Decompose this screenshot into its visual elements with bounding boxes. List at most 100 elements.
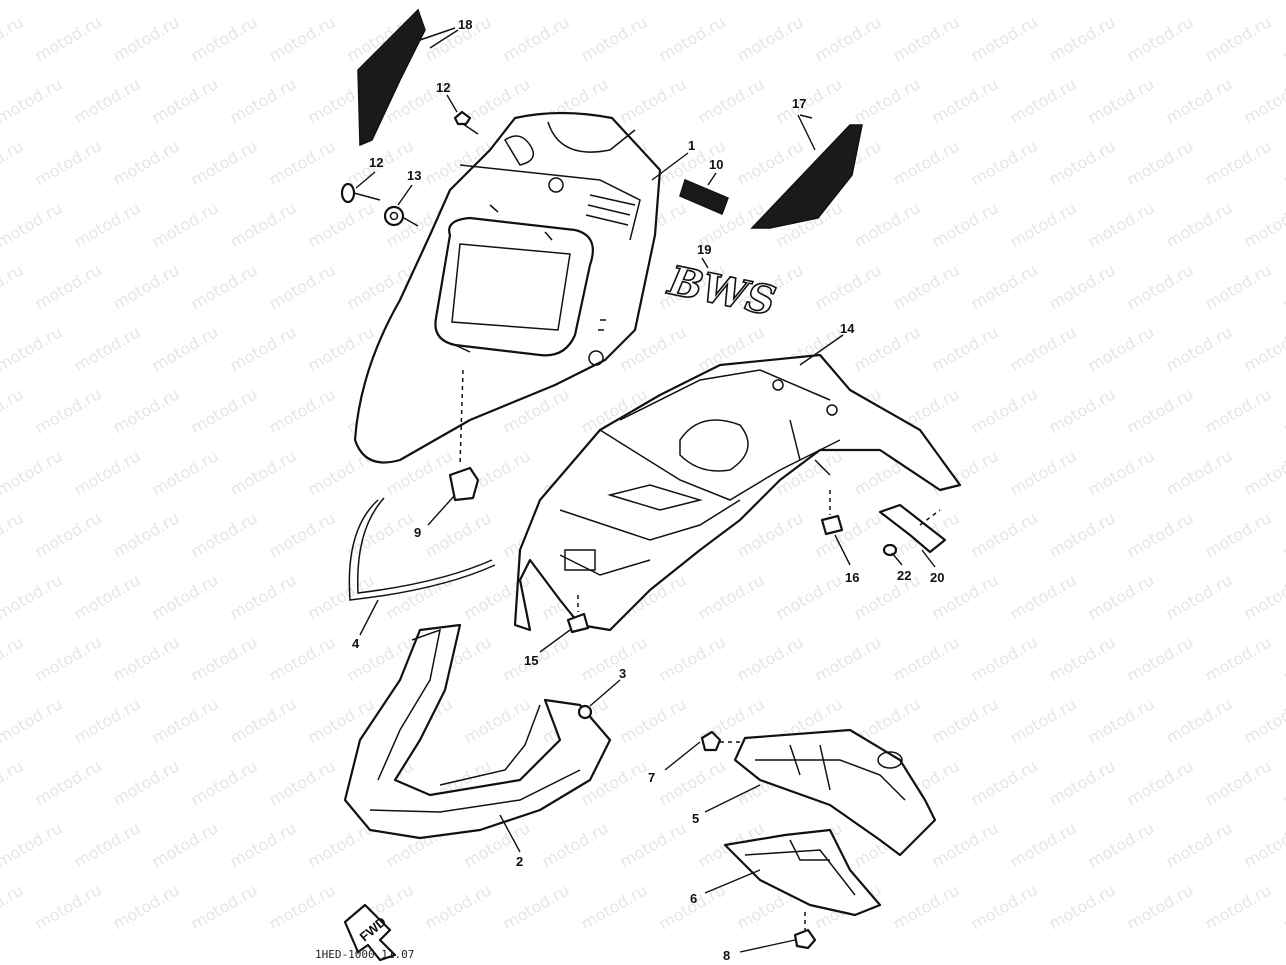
watermark-text: motod.ru	[188, 756, 261, 809]
watermark-text: motod.ru	[929, 694, 1002, 747]
watermark-text: motod.ru	[1007, 74, 1080, 127]
watermark-text: motod.ru	[461, 694, 534, 747]
part-20-bracket	[878, 503, 947, 554]
watermark-text: motod.ru	[149, 74, 222, 127]
watermark-text: motod.ru	[71, 694, 144, 747]
watermark-text: motod.ru	[812, 632, 885, 685]
watermark-text: motod.ru	[71, 818, 144, 871]
watermark-text: motod.ru	[578, 12, 651, 65]
watermark-text: motod.ru	[1241, 0, 1286, 3]
watermark-text: motod.ru	[0, 632, 27, 685]
watermark-text: motod.ru	[1007, 322, 1080, 375]
watermark-text: motod.ru	[1124, 136, 1197, 189]
watermark-text: motod.ru	[851, 198, 924, 251]
part-7-screw	[700, 730, 740, 752]
callout-14: 14	[840, 321, 855, 336]
watermark-text: motod.ru	[0, 0, 66, 3]
watermark-text: motod.ru	[1163, 74, 1236, 127]
watermark-text: motod.ru	[578, 632, 651, 685]
callout-19: 19	[697, 242, 711, 257]
watermark-text: motod.ru	[0, 818, 66, 871]
part-12-screw-upper	[453, 110, 479, 135]
watermark-text: motod.ru	[1163, 694, 1236, 747]
watermark-text: motod.ru	[0, 322, 66, 375]
watermark-text: motod.ru	[1124, 12, 1197, 65]
watermark-text: motod.ru	[461, 0, 534, 3]
watermark-text: motod.ru	[695, 74, 768, 127]
watermark-text: motod.ru	[1046, 880, 1119, 933]
watermark-text: motod.ru	[227, 74, 300, 127]
watermark-text: motod.ru	[1163, 570, 1236, 623]
watermark-text: motod.ru	[1046, 260, 1119, 313]
watermark-text: motod.ru	[0, 74, 66, 127]
watermark-text: motod.ru	[227, 322, 300, 375]
watermark-text: motod.ru	[1202, 756, 1275, 809]
watermark-text: motod.ru	[617, 818, 690, 871]
watermark-text: motod.ru	[1046, 136, 1119, 189]
watermark-text: motod.ru	[1124, 632, 1197, 685]
watermark-text: motod.ru	[1280, 384, 1286, 437]
watermark-text: motod.ru	[929, 818, 1002, 871]
watermark-text: motod.ru	[773, 0, 846, 3]
watermark-text: motod.ru	[851, 74, 924, 127]
callout-16: 16	[845, 570, 859, 585]
part-3-screw	[577, 704, 593, 720]
watermark-text: motod.ru	[890, 12, 963, 65]
watermark-text: motod.ru	[227, 446, 300, 499]
watermark-text: motod.ru	[539, 818, 612, 871]
watermark-text: motod.ru	[812, 12, 885, 65]
part-22-washer	[882, 543, 898, 557]
watermark-text: motod.ru	[188, 12, 261, 65]
watermark-text: motod.ru	[266, 260, 339, 313]
watermark-text: motod.ru	[266, 384, 339, 437]
callout-17: 17	[792, 96, 806, 111]
watermark-text: motod.ru	[149, 694, 222, 747]
watermark-text: motod.ru	[968, 12, 1041, 65]
part-8-screw	[793, 912, 817, 950]
watermark-text: motod.ru	[812, 508, 885, 561]
callout-9: 9	[414, 525, 421, 540]
footer-code: 1HED-1000 11.07	[315, 948, 414, 961]
watermark-text: motod.ru	[110, 136, 183, 189]
watermark-text: motod.ru	[71, 74, 144, 127]
watermark-text: motod.ru	[929, 0, 1002, 3]
watermark-text: motod.ru	[656, 632, 729, 685]
watermark-text: motod.ru	[929, 322, 1002, 375]
watermark-text: motod.ru	[383, 0, 456, 3]
watermark-text: motod.ru	[1124, 508, 1197, 561]
watermark-text: motod.ru	[929, 74, 1002, 127]
watermark-text: motod.ru	[1280, 880, 1286, 933]
watermark-text: motod.ru	[305, 322, 378, 375]
watermark-text: motod.ru	[188, 260, 261, 313]
watermark-text: motod.ru	[1241, 694, 1286, 747]
watermark-text: motod.ru	[929, 198, 1002, 251]
watermark-text: motod.ru	[851, 570, 924, 623]
watermark-text: motod.ru	[578, 880, 651, 933]
watermark-text: motod.ru	[656, 756, 729, 809]
callout-18: 18	[458, 17, 472, 32]
watermark-text: motod.ru	[539, 0, 612, 3]
watermark-text: motod.ru	[0, 136, 27, 189]
watermark-text: motod.ru	[32, 880, 105, 933]
watermark-text: motod.ru	[32, 756, 105, 809]
watermark-text: motod.ru	[110, 508, 183, 561]
watermark-text: motod.ru	[500, 12, 573, 65]
watermark-text: motod.ru	[695, 570, 768, 623]
watermark-text: motod.ru	[1163, 446, 1236, 499]
callout-22: 22	[897, 568, 911, 583]
watermark-text: motod.ru	[188, 384, 261, 437]
watermark-text: motod.ru	[227, 0, 300, 3]
watermark-text: motod.ru	[1046, 756, 1119, 809]
watermark-text: motod.ru	[1163, 198, 1236, 251]
watermark-text: motod.ru	[1202, 880, 1275, 933]
part-5-lower-guard	[733, 728, 937, 857]
watermark-text: motod.ru	[71, 570, 144, 623]
watermark-text: motod.ru	[188, 136, 261, 189]
watermark-text: motod.ru	[1280, 260, 1286, 313]
watermark-text: motod.ru	[890, 880, 963, 933]
watermark-text: motod.ru	[1085, 322, 1158, 375]
watermark-text: motod.ru	[1163, 818, 1236, 871]
watermark-text: motod.ru	[383, 570, 456, 623]
watermark-text: motod.ru	[305, 198, 378, 251]
watermark-text: motod.ru	[32, 384, 105, 437]
